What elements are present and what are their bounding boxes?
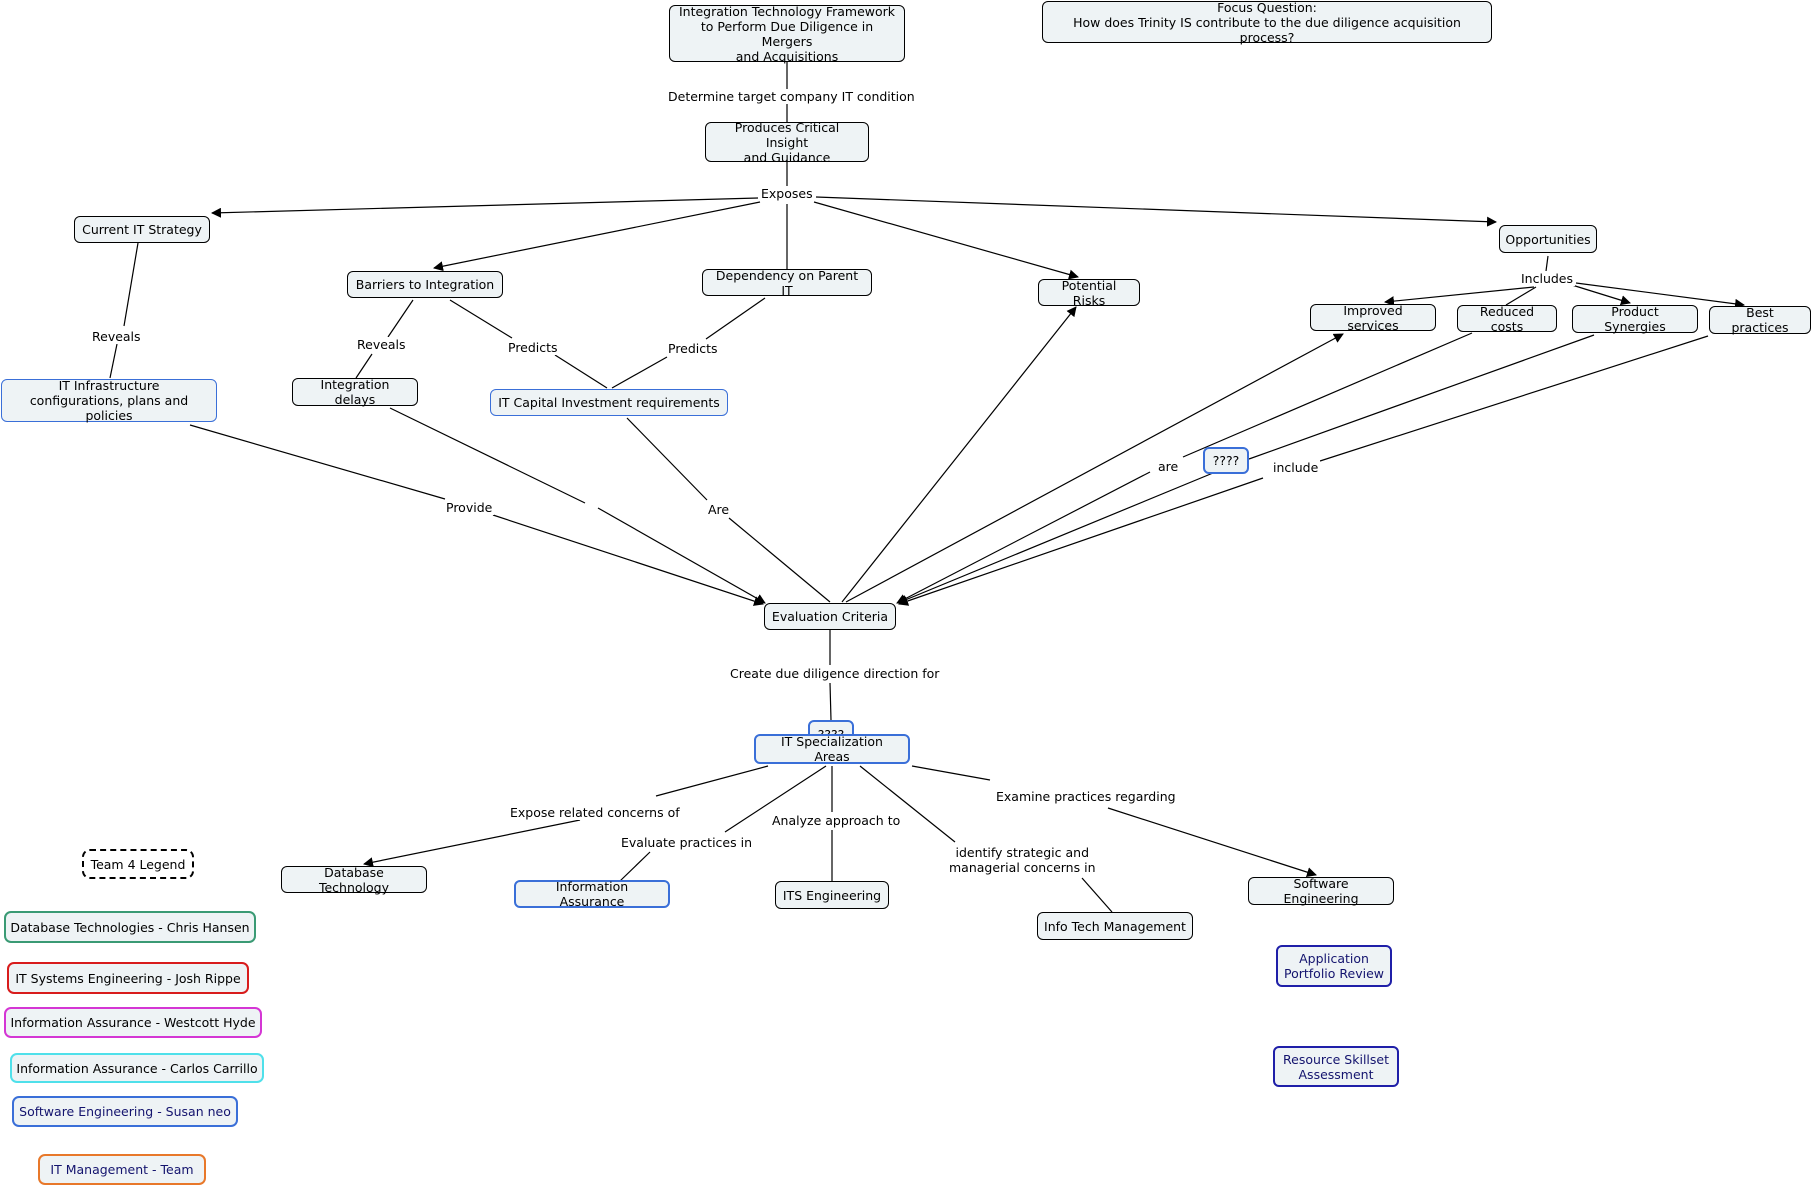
node-product-synergies[interactable]: Product Synergies [1572,304,1698,334]
node-evaluation-criteria[interactable]: Evaluation Criteria [764,603,896,630]
node-current-it-strategy[interactable]: Current IT Strategy [74,216,210,243]
link-identify-concerns: identify strategic and managerial concer… [947,845,1098,875]
node-info-tech-management[interactable]: Info Tech Management [1037,912,1193,940]
legend-item-it-management: IT Management - Team [38,1154,206,1185]
link-examine-practices: Examine practices regarding [994,789,1178,804]
node-application-portfolio-review[interactable]: Application Portfolio Review [1276,945,1392,987]
link-includes: Includes [1519,271,1576,286]
legend-item-software: Software Engineering - Susan neo [12,1096,238,1127]
link-reveals-barriers: Reveals [355,337,408,352]
node-integration-delays[interactable]: Integration delays [292,377,418,407]
node-unknown-1[interactable]: ???? [1203,447,1249,474]
node-information-assurance[interactable]: Information Assurance [514,879,670,909]
node-reduced-costs[interactable]: Reduced costs [1457,304,1557,334]
focus-question-title: Focus Question: [1217,0,1317,15]
node-it-infrastructure[interactable]: IT Infrastructure configurations, plans … [1,378,217,423]
link-are-capital: Are [706,502,732,517]
link-are-reduced: are [1156,459,1181,474]
link-evaluate-practices: Evaluate practices in [619,835,754,850]
node-potential-risks[interactable]: Potential Risks [1038,278,1140,308]
node-resource-skillset-assessment[interactable]: Resource Skillset Assessment [1273,1046,1399,1087]
link-exposes: Exposes [759,186,815,201]
node-barriers-to-integration[interactable]: Barriers to Integration [347,271,503,298]
node-database-technology[interactable]: Database Technology [281,865,427,895]
legend-item-assurance-carlos: Information Assurance - Carlos Carrillo [10,1053,264,1083]
node-improved-services[interactable]: Improved services [1310,303,1436,333]
node-its-engineering[interactable]: ITS Engineering [775,881,889,909]
node-opportunities[interactable]: Opportunities [1499,225,1597,253]
link-expose-concerns: Expose related concerns of [508,805,682,820]
legend-title: Team 4 Legend [82,849,194,879]
link-determine: Determine target company IT condition [666,89,917,104]
link-analyze-approach: Analyze approach to [770,813,903,828]
node-best-practices[interactable]: Best practices [1709,305,1811,335]
link-include-best: include [1271,460,1321,475]
node-it-capital-investment[interactable]: IT Capital Investment requirements [490,389,728,416]
node-software-engineering[interactable]: Software Engineering [1248,876,1394,906]
link-predicts-barriers: Predicts [506,340,560,355]
node-it-specialization-areas[interactable]: IT Specialization Areas [754,734,910,764]
node-critical-insight[interactable]: Produces Critical Insight and Guidance [705,120,869,165]
node-integration-framework[interactable]: Integration Technology Framework to Perf… [669,4,905,64]
node-dependency-on-parent-it[interactable]: Dependency on Parent IT [702,268,872,298]
link-predicts-dependency: Predicts [666,341,720,356]
focus-question-text: How does Trinity IS contribute to the du… [1073,14,1461,45]
link-create-direction: Create due diligence direction for [728,666,942,681]
focus-question: Focus Question: How does Trinity IS cont… [1042,0,1492,45]
link-provide: Provide [444,500,495,515]
legend-item-assurance-westcott: Information Assurance - Westcott Hyde [4,1007,262,1038]
link-reveals-strategy: Reveals [90,329,143,344]
legend-item-systems-engineering: IT Systems Engineering - Josh Rippe [7,962,249,994]
legend-item-database: Database Technologies - Chris Hansen [4,911,256,943]
